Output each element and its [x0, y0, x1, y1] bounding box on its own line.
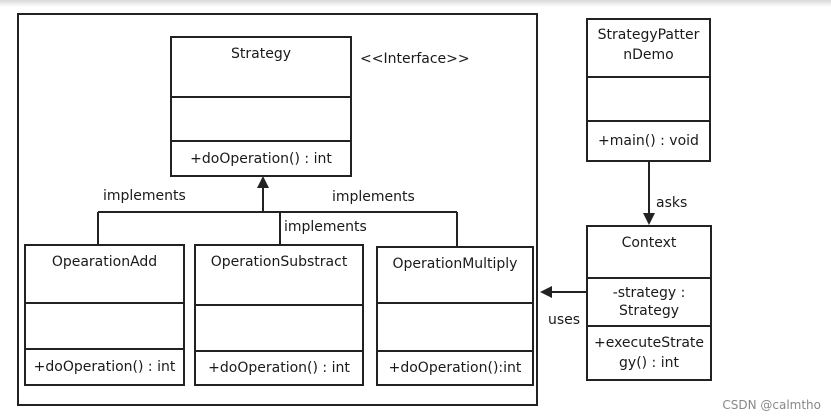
asks-label: asks — [656, 195, 688, 211]
operation-multiply-operation: +doOperation():int — [378, 350, 532, 384]
context-class-name: Context — [621, 235, 677, 251]
operation-add-class: OpearationAdd +doOperation() : int — [24, 244, 185, 386]
implements-arrowhead — [257, 176, 269, 188]
implements-label-left: implements — [103, 188, 186, 204]
context-operation: +executeStrate gy() : int — [588, 325, 710, 379]
demo-name-line2: nDemo — [623, 47, 674, 63]
asks-arrowhead — [643, 213, 655, 225]
strategy-class: Strategy +doOperation() : int — [170, 36, 352, 177]
operation-substract-operation: +doOperation() : int — [196, 350, 362, 384]
operation-multiply-name: OperationMultiply — [392, 256, 518, 272]
operation-add-attributes — [26, 302, 183, 348]
strategy-attributes — [172, 96, 350, 140]
strategy-class-name: Strategy — [231, 46, 291, 62]
implements-label-middle: implements — [284, 219, 367, 235]
watermark: CSDN @calmtho — [722, 398, 821, 412]
interface-stereotype: <<Interface>> — [360, 51, 470, 67]
context-op-line2: gy() : int — [619, 355, 679, 371]
operation-multiply-attributes — [378, 302, 532, 350]
strategy-operation: +doOperation() : int — [172, 140, 350, 175]
uses-arrowhead — [540, 286, 552, 298]
operation-substract-class: OperationSubstract +doOperation() : int — [194, 244, 364, 386]
operation-substract-attributes — [196, 304, 362, 350]
demo-class-name: StrategyPatter nDemo — [588, 20, 709, 76]
implements-label-right: implements — [332, 189, 415, 205]
context-attributes: -strategy : Strategy — [588, 277, 710, 325]
top-strip — [0, 0, 831, 7]
context-class: Context -strategy : Strategy +executeStr… — [586, 225, 712, 381]
operation-multiply-class: OperationMultiply +doOperation():int — [376, 246, 534, 386]
demo-attributes — [588, 76, 709, 120]
operation-add-operation: +doOperation() : int — [26, 348, 183, 384]
strategy-pattern-demo-class: StrategyPatter nDemo +main() : void — [586, 18, 711, 162]
operation-add-name: OpearationAdd — [51, 254, 158, 270]
context-op-line1: +executeStrate — [593, 335, 705, 351]
demo-operation: +main() : void — [588, 120, 709, 160]
demo-name-line1: StrategyPatter — [597, 27, 700, 43]
context-attr-line1: -strategy : — [612, 285, 686, 301]
uses-label: uses — [548, 312, 581, 328]
diagram-frame — [17, 13, 538, 406]
context-attr-line2: Strategy — [619, 303, 679, 319]
operation-substract-name: OperationSubstract — [210, 254, 348, 270]
